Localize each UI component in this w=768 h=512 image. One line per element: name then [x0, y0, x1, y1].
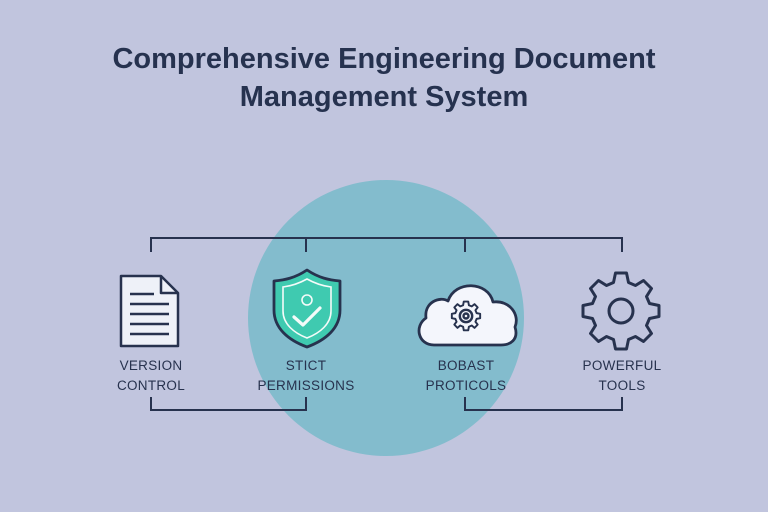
bottom-right-connector — [464, 397, 623, 411]
page-title-line-1: Comprehensive Engineering Document — [112, 43, 656, 75]
background-circle — [248, 180, 524, 456]
page-title: Comprehensive Engineering Document Manag… — [0, 40, 768, 116]
feature-label-permissions: STICT PERMISSIONS — [257, 358, 355, 393]
feature-label-version-control: VERSION CONTROL — [116, 358, 186, 393]
bottom-left-connector — [150, 397, 307, 411]
cloud-gear-icon — [417, 284, 518, 347]
cloud-gear — [450, 300, 482, 332]
page-title-line-2: Management System — [239, 81, 529, 113]
document-icon — [119, 274, 180, 348]
connector-lines — [150, 237, 623, 411]
top-connector — [150, 237, 623, 252]
gear-icon — [581, 271, 661, 351]
shield-check-icon — [272, 268, 342, 349]
feature-label-protocols: BOBAST PROTICOLS — [425, 358, 507, 393]
feature-label-powerful-tools: POWERFUL TOOLS — [582, 358, 662, 393]
